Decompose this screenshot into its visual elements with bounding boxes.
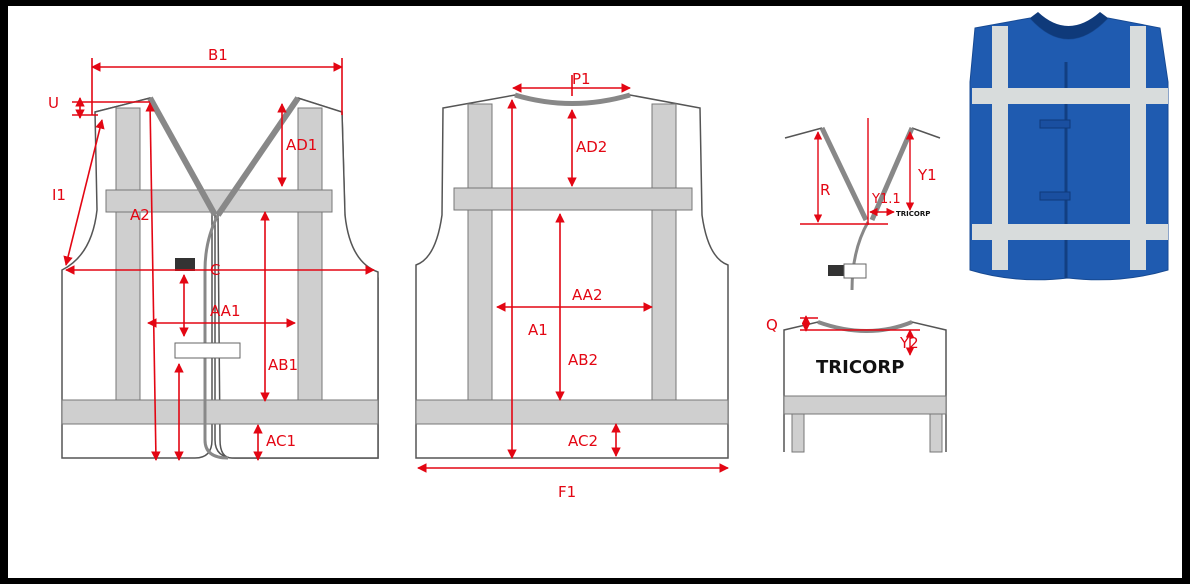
front-vertical-strip-right [297, 107, 323, 401]
back-vertical-strip-right [651, 103, 677, 401]
back-shoulder-strip [453, 187, 693, 211]
label-AC1: AC1 [266, 432, 296, 450]
label-AB2: AB2 [568, 351, 598, 369]
blue-vest-fastener-2 [1039, 191, 1071, 201]
label-A1: A1 [528, 321, 548, 339]
label-Y1-1: Y1.1 [871, 192, 901, 207]
blue-vest-fastener-1 [1039, 119, 1071, 129]
front-neckline-left [147, 96, 218, 217]
collar-dimension-lines [800, 118, 915, 225]
label-P1: P1 [572, 70, 591, 88]
blue-vest-strip-h2 [972, 224, 1168, 240]
collar-shoulder-left [784, 127, 823, 139]
label-Q: Q [766, 316, 778, 334]
back-vertical-strip-left [467, 103, 493, 401]
blue-vest-strip-v1 [992, 26, 1008, 270]
front-id-badge [175, 258, 195, 271]
back-dimension-lines [417, 75, 729, 473]
neck-detail-dimension-lines [800, 315, 920, 356]
collar-detail-drawing [784, 126, 941, 291]
label-F1: F1 [558, 483, 576, 501]
label-Y1: Y1 [917, 166, 937, 184]
back-bottom-strip [415, 399, 729, 425]
label-AB1: AB1 [268, 356, 298, 374]
label-I1: I1 [52, 186, 66, 204]
label-AA1: AA1 [210, 302, 240, 320]
label-C: C [210, 261, 220, 279]
label-AC2: AC2 [568, 432, 598, 450]
blue-vest-inner-neck [1030, 12, 1108, 39]
label-AA2: AA2 [572, 286, 602, 304]
back-neckline [514, 92, 631, 106]
neck-detail-neckline [817, 320, 913, 333]
front-vest-drawing [61, 96, 379, 460]
collar-neck-right [869, 127, 915, 221]
neck-detail-outline [783, 321, 947, 452]
back-vest-drawing [415, 92, 729, 459]
collar-neck-left [819, 126, 869, 222]
label-R: R [820, 181, 830, 199]
label-Y2: Y2 [899, 334, 919, 352]
neck-detail-horizontal-strip [783, 395, 947, 415]
collar-holder [843, 263, 867, 279]
front-id-holder [174, 342, 241, 359]
blue-vest-strip-h1 [972, 88, 1168, 104]
label-AD2: AD2 [576, 138, 607, 156]
collar-badge [828, 265, 844, 276]
collar-zip [850, 221, 870, 291]
blue-vest-strip-v2 [1130, 26, 1146, 270]
front-vertical-strip-left [115, 107, 141, 401]
neck-detail-drawing [783, 320, 947, 453]
collar-shoulder-right [911, 127, 941, 139]
front-bottom-strip [61, 399, 379, 425]
blue-vest-photo [969, 12, 1169, 281]
label-AD1: AD1 [286, 136, 317, 154]
neck-detail-strip-left [791, 409, 805, 453]
neck-detail-strip-right [929, 409, 943, 453]
front-dimension-lines [63, 58, 375, 461]
collar-brand-text: TRICORP [896, 210, 930, 218]
label-A2: A2 [130, 206, 150, 224]
label-B1: B1 [208, 46, 228, 64]
label-U: U [48, 94, 59, 112]
neck-brand-text: TRICORP [816, 357, 904, 378]
